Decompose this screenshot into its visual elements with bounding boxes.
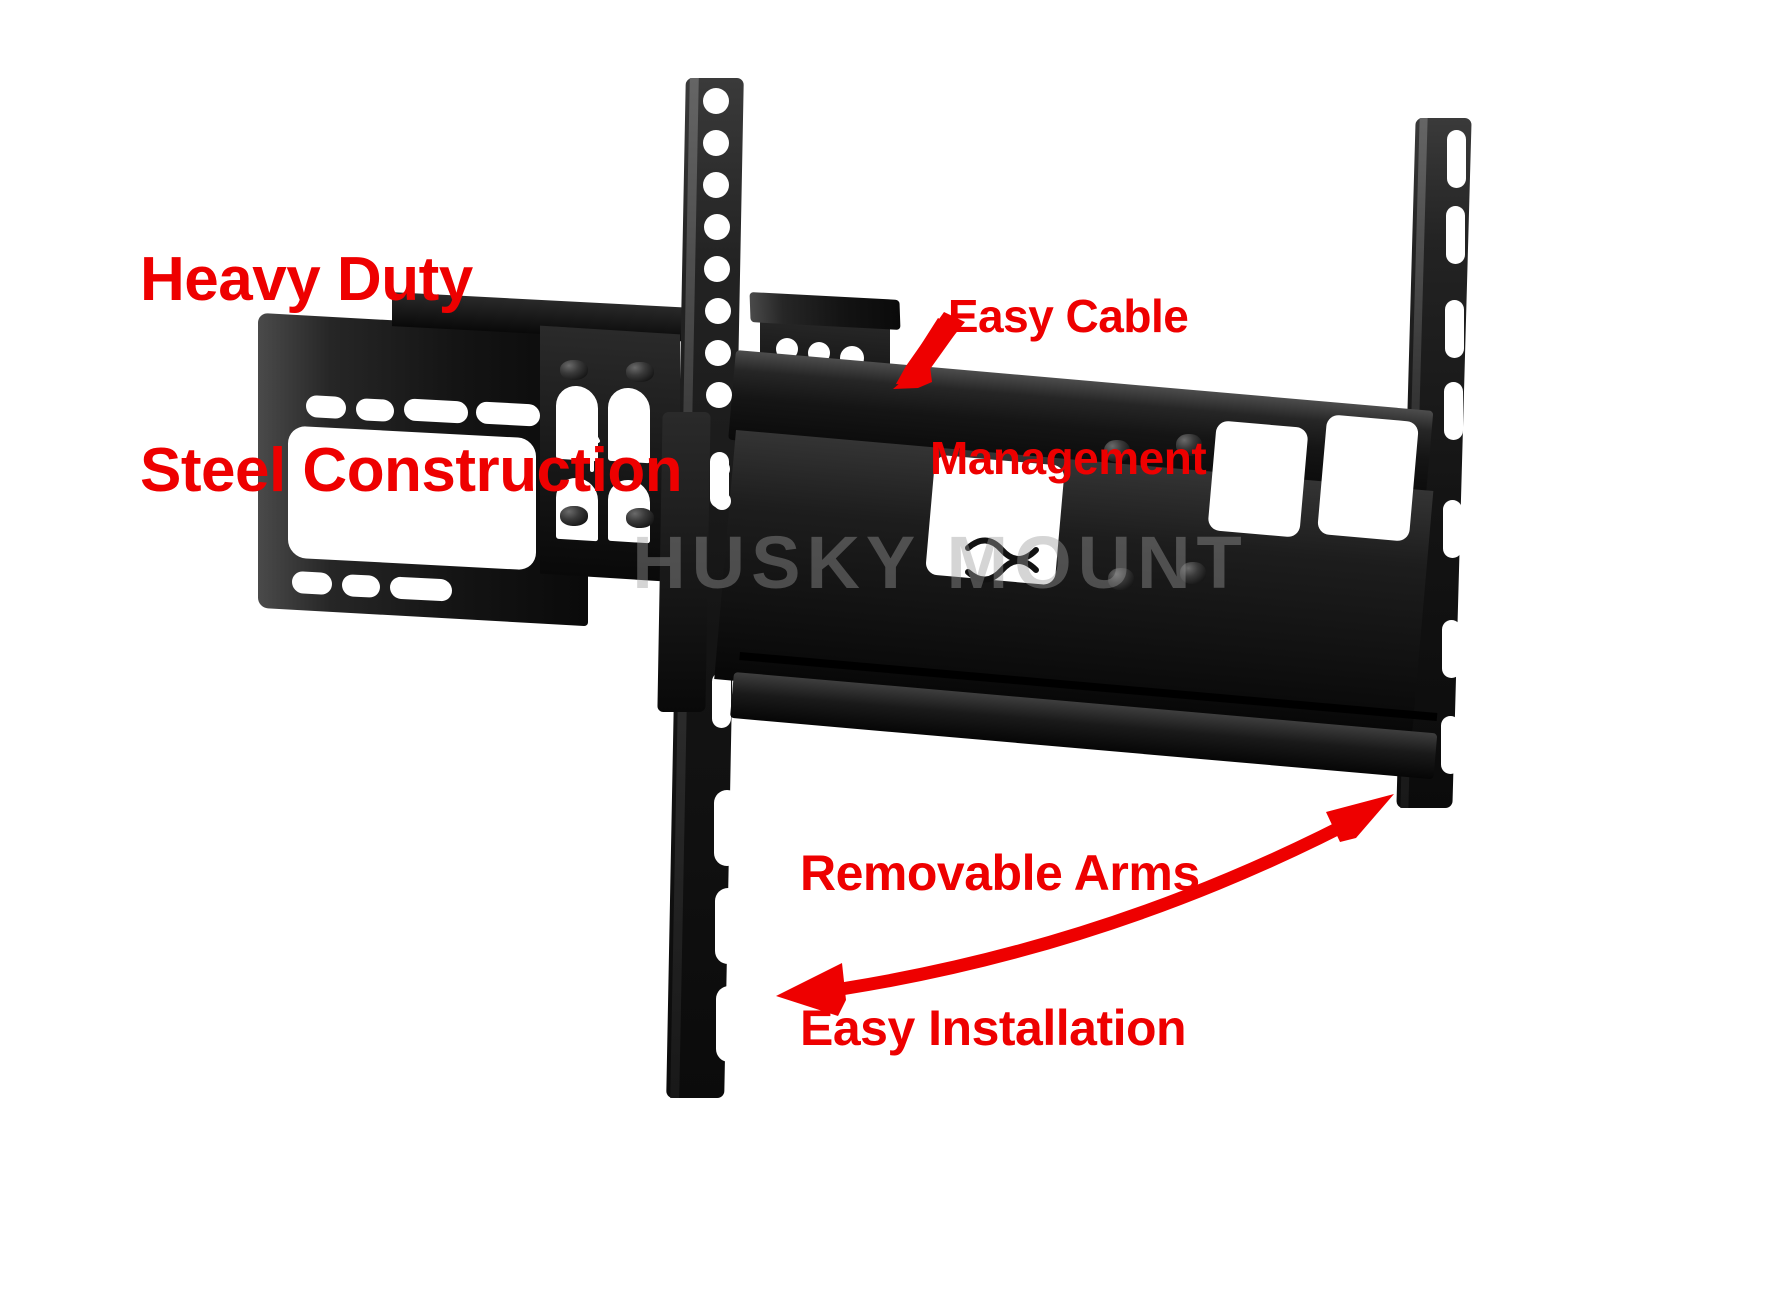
extension-arm-cutout [1316,414,1420,542]
annotation-heavy-duty: Heavy Duty Steel Construction [140,120,683,631]
pivot-bolt [626,362,654,382]
annotation-easy-cable-management: Easy Cable Management [930,198,1207,577]
husky-mount-watermark: HUSKY MOUNT [632,521,1248,604]
rail-hole [704,214,730,240]
arm-rivet [1180,562,1206,584]
rail-slot [712,672,731,728]
tilt-link-hole [713,492,731,510]
rail-hole [704,256,730,282]
annotation-arms-line1: Removable Arms [800,845,1200,901]
rail-slot [1441,716,1460,774]
arm-rivet [1108,568,1134,590]
arm-rivet [1104,440,1130,462]
rail-slot [1445,300,1464,358]
rail-hole [703,88,729,114]
rail-hole [703,130,729,156]
rail-hole [705,340,731,366]
annotation-arms-line2: Easy Installation [800,999,1187,1056]
annotation-heavy-duty-line2: Steel Construction [140,436,683,506]
arm-rivet [1176,434,1202,456]
rail-slot [1444,382,1463,440]
annotation-removable-arms: Removable Arms Easy Installation [800,745,1200,1157]
rail-slot [714,790,740,866]
pivot-bolt [626,508,654,528]
rail-slot [1447,130,1466,188]
annotation-heavy-duty-line1: Heavy Duty [140,244,473,314]
rail-slot [1446,206,1465,264]
annotation-cable-line1: Easy Cable [947,289,1189,342]
rail-slot [715,888,741,964]
rail-slot [716,986,742,1062]
rail-hole [703,172,729,198]
pivot-bolt [560,360,588,380]
rail-hole [706,382,732,408]
annotation-cable-line2: Management [930,431,1207,484]
rail-hole [705,298,731,324]
tilt-link-hole [712,460,730,478]
rail-slot [1443,500,1462,558]
rail-slot [1442,620,1461,678]
pivot-bolt [560,506,588,526]
